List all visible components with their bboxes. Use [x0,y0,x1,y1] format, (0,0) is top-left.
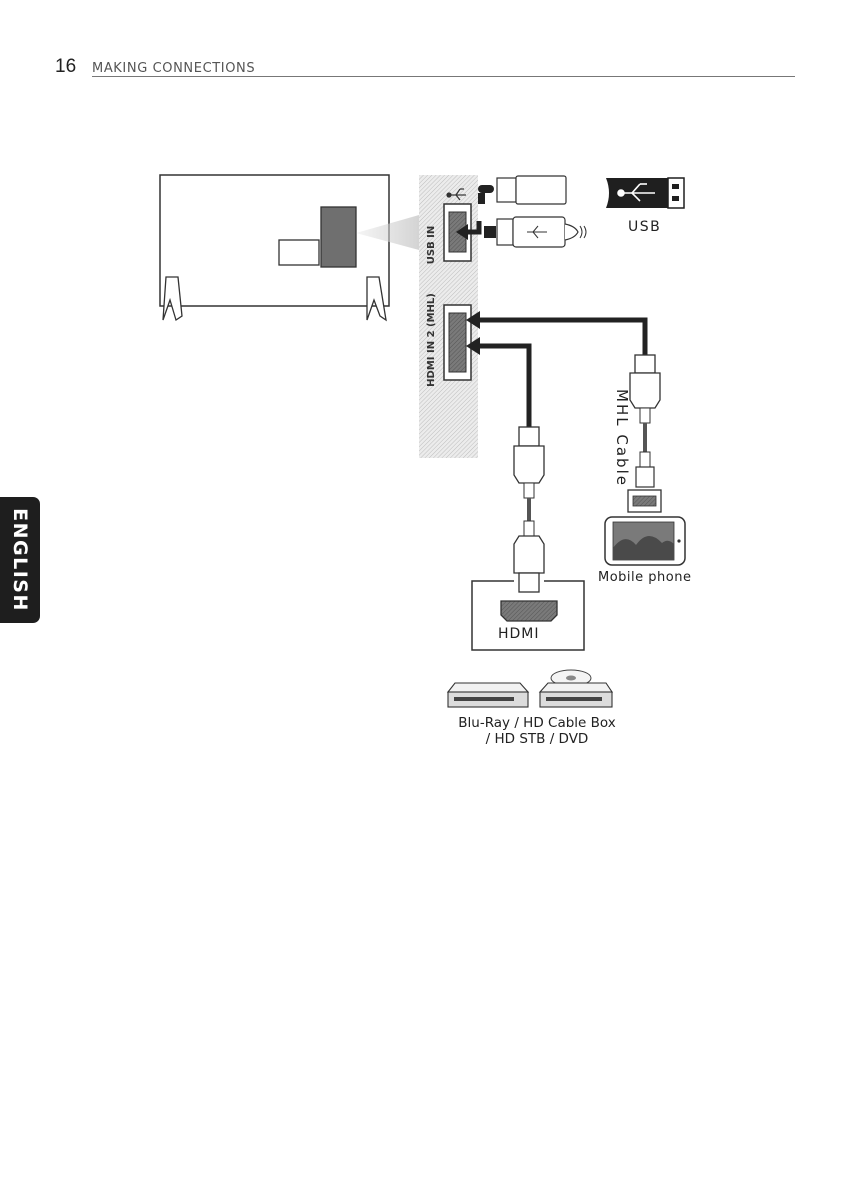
mhl-cable-plug-top [634,354,656,374]
cable-box-display [546,697,602,701]
source-devices-label: Blu-Ray / HD Cable Box / HD STB / DVD [420,715,654,747]
mobile-phone-graphic [604,516,686,566]
tv-side-jack-panel [320,206,357,268]
usb-logo-contact-a [672,184,679,189]
usb-connection-arrowhead [456,224,468,240]
hdmi-label: HDMI [498,626,540,642]
usb-connection-arrow-line [468,221,482,235]
usb-symbol-icon [446,188,466,201]
usb-stick-body [515,175,567,205]
usb-logo-contact-b [672,196,679,201]
mhl-cable-neck-top [639,407,651,424]
hdmi-cable-boot-bottom [513,535,545,574]
page-number: 16 [55,56,77,77]
zoom-beam [356,215,419,250]
usb-dongle-tip [478,193,485,204]
mhl-connection-line [478,317,648,360]
hdmi-in-2-port-slot [448,312,467,373]
hdmi-cable-neck-top [523,482,535,499]
usb-logo-connector [667,177,685,209]
mhl-cable-boot-top [629,372,661,409]
mobile-phone-screen-image [613,535,674,560]
tv-back-panel [278,239,320,266]
tv-stand-right [366,276,387,322]
mhl-cable-neck-bottom [639,451,651,468]
mobile-phone-label: Mobile phone [598,570,692,585]
cable-box-top [538,682,614,693]
hdmi-cable-neck-bottom [523,520,535,537]
port-label-usb-in: USB IN [426,226,437,265]
usb-flash-drive-graphic [478,175,567,205]
usb-cable-plug-graphic [456,216,587,248]
usb-cable-break-icon [579,225,587,239]
hdmi-cable-plug-bottom [518,572,540,593]
source-devices-line-2: / HD STB / DVD [485,731,589,747]
mobile-phone-home-button [677,539,681,543]
hdmi-arrowhead [466,337,480,355]
blu-ray-disc-tray [454,697,514,701]
dvd-disc-hole [566,675,576,681]
hdmi-jack-box-outline [471,580,585,651]
header-divider [92,76,795,77]
usb-plug-base [484,226,496,238]
mhl-cable-graphic [627,354,662,513]
source-hdmi-jack-box [471,580,585,651]
blu-ray-player-graphic [446,682,530,708]
section-title: MAKING CONNECTIONS [92,61,256,76]
tv-rear-view [159,174,390,322]
mhl-arrowhead [466,311,480,329]
hdmi-cable-boot-top [513,445,545,484]
tv-stand-left [162,276,183,322]
hdmi-connection-paths [466,311,648,427]
usb-dongle-cap [478,185,494,193]
port-label-hdmi-in-2: HDMI IN 2 (MHL) [426,293,437,387]
blu-ray-player-top [446,682,530,693]
mhl-cable-label: MHL Cable [613,389,631,487]
hdmi-cable-graphic [513,426,545,593]
hdmi-cable-plug-top [518,426,540,447]
source-devices-line-1: Blu-Ray / HD Cable Box [458,715,616,731]
hdmi-jack-icon [500,600,558,622]
page-header: 16 MAKING CONNECTIONS [55,56,795,78]
usb-plug-symbol-icon [527,225,547,239]
micro-usb-plug-body [635,466,655,488]
usb-stick-connector [496,177,517,203]
language-tab: ENGLISH [0,497,40,623]
cable-box-dvd-graphic [538,669,614,708]
usb-label: USB [628,219,662,235]
usb-cable-strain-relief [564,223,579,241]
usb-plug-head [496,218,514,246]
side-jack-panel-zoom: USB IN HDMI IN 2 (MHL) [419,175,478,458]
hdmi-connection-line [478,343,532,427]
usb-logo-icon [606,177,685,209]
micro-usb-port-icon [632,495,657,507]
